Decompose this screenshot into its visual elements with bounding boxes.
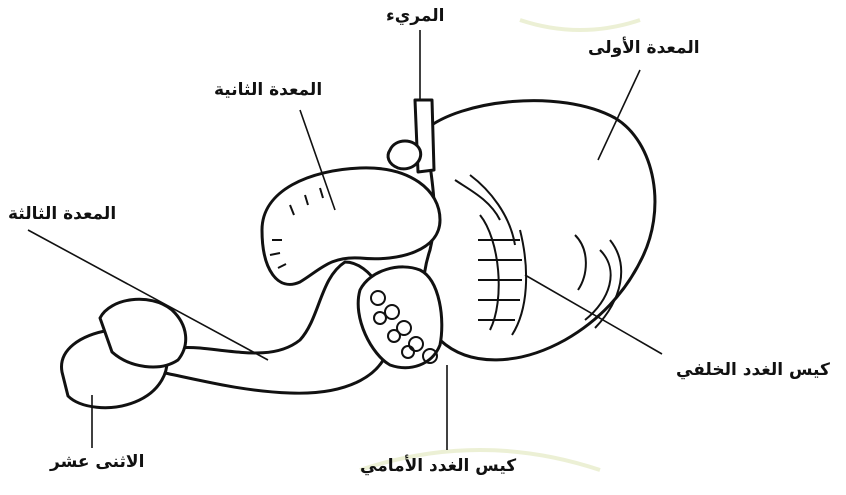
- omasum-shape: [157, 262, 391, 393]
- label-duodenum: الاثنى عشر: [50, 452, 144, 472]
- label-esophagus: المريء: [386, 6, 444, 26]
- esophagus-fold: [388, 141, 421, 169]
- label-cranial-sac: كيس الغدد الأمامي: [360, 456, 516, 476]
- label-omasum: المعدة الثالثة: [8, 204, 116, 224]
- label-caudal-sac: كيس الغدد الخلفي: [676, 360, 830, 380]
- rumen-shape: [423, 101, 655, 360]
- label-reticulum: المعدة الثانية: [214, 80, 322, 100]
- label-rumen: المعدة الأولى: [588, 38, 700, 58]
